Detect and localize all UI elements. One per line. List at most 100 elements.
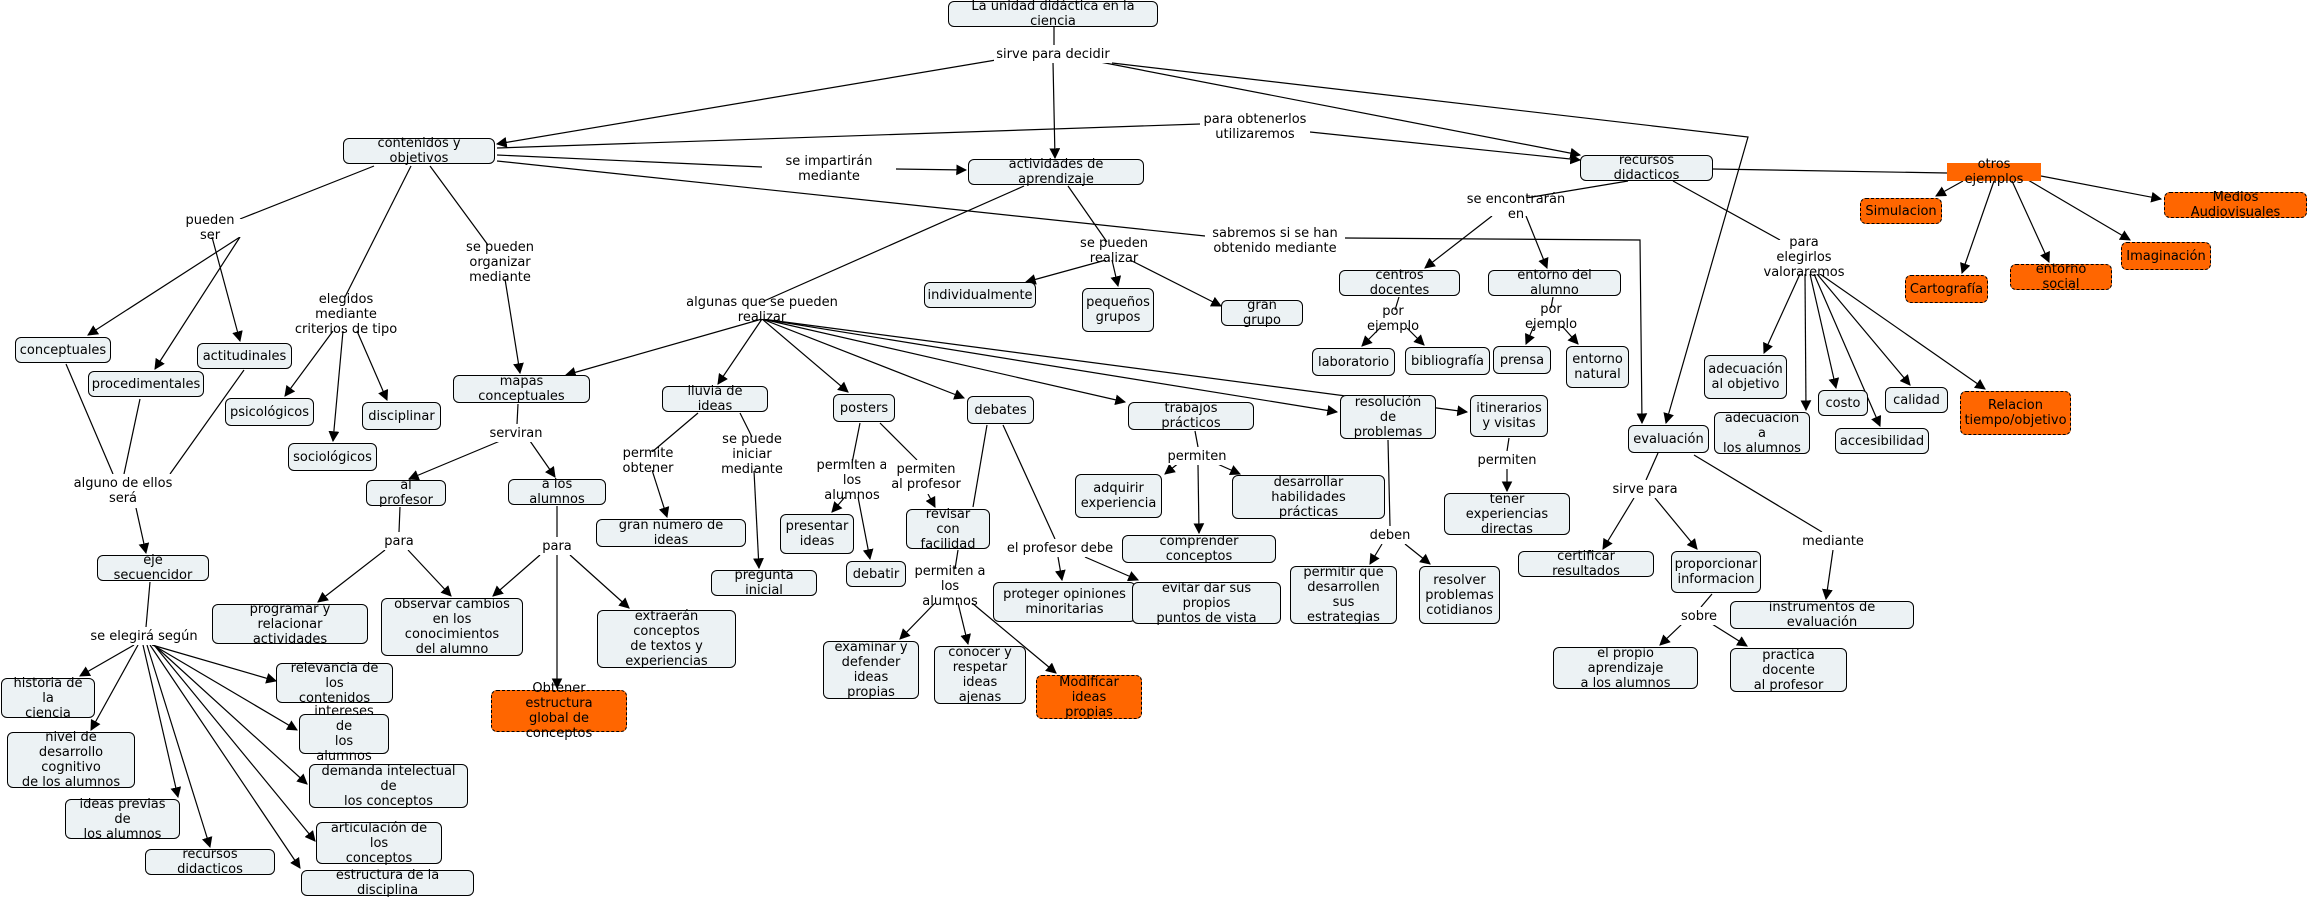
concept-centros[interactable]: centros docentes — [1339, 268, 1460, 298]
concept-calidad[interactable]: calidad — [1885, 387, 1948, 413]
concept-medios-av[interactable]: Medios Audiovisuales — [2164, 190, 2307, 220]
link-se-elegira: se elegirá según — [88, 627, 200, 645]
concept-historia[interactable]: historia de la ciencia — [1, 676, 95, 721]
concept-observar[interactable]: observar cambios en los conocimientos de… — [381, 597, 523, 657]
concept-practica-docente[interactable]: practica docente al profesor — [1730, 648, 1847, 693]
link-sirve-para: sirve para — [1608, 480, 1682, 498]
concept-posters[interactable]: posters — [833, 394, 895, 422]
concept-permitir[interactable]: permitir que desarrollen sus estrategias — [1290, 565, 1397, 625]
concept-actitudinales[interactable]: actitudinales — [197, 343, 292, 369]
concept-propio-aprendizaje[interactable]: el propio aprendizaje a los alumnos — [1553, 646, 1698, 691]
link-deben: deben — [1366, 526, 1414, 544]
concept-intereses[interactable]: intereses de los alumnos — [299, 704, 389, 764]
connector-line — [65, 363, 114, 475]
concept-imaginacion[interactable]: Imaginación — [2121, 242, 2211, 270]
connector-line — [957, 602, 971, 646]
concept-resolucion[interactable]: resolución de problemas — [1340, 395, 1436, 440]
concept-procedimentales[interactable]: procedimentales — [88, 371, 204, 397]
concept-bibliografia[interactable]: bibliografía — [1405, 347, 1490, 375]
concept-evitar[interactable]: evitar dar sus propios puntos de vista — [1132, 581, 1281, 626]
connector-line — [1344, 237, 1648, 425]
concept-otros-ejemplos[interactable]: otros ejemplos — [1947, 157, 2041, 187]
concept-nivel[interactable]: nivel de desarrollo cognitivo de los alu… — [7, 730, 135, 790]
concept-relacion-tiempo[interactable]: Relacion tiempo/objetivo — [1960, 391, 2071, 435]
concept-a-los-alumnos[interactable]: a los alumnos — [508, 477, 606, 507]
concept-estructura-disc[interactable]: estructura de la disciplina — [301, 868, 474, 898]
concept-itinerarios[interactable]: itinerarios y visitas — [1470, 395, 1548, 437]
concept-recursos-did[interactable]: recursos didacticos — [145, 847, 275, 877]
concept-proteger[interactable]: proteger opiniones minoritarias — [993, 582, 1136, 622]
concept-al-profesor[interactable]: al profesor — [366, 478, 446, 508]
connector-line — [1525, 180, 1629, 199]
concept-debatir[interactable]: debatir — [846, 561, 906, 587]
connector-line — [2027, 179, 2131, 241]
concept-sociologicos[interactable]: sociológicos — [288, 443, 377, 471]
concept-costo[interactable]: costo — [1818, 390, 1868, 416]
concept-demanda[interactable]: demanda intelectual de los conceptos — [309, 764, 468, 809]
concept-adecuacion-alum[interactable]: adecuacion a los alumnos — [1714, 411, 1810, 456]
connector-line — [1309, 131, 1582, 165]
concept-accesibilidad[interactable]: accesibilidad — [1835, 428, 1929, 454]
link-permiten-alumnos-posters: permiten a los alumnos — [812, 458, 892, 503]
concept-relevancia[interactable]: relevancia de los contenidos — [276, 661, 393, 706]
concept-laboratorio[interactable]: laboratorio — [1312, 348, 1395, 376]
concept-conocer[interactable]: conocer y respetar ideas ajenas — [934, 645, 1026, 705]
concept-eje[interactable]: eje secuencidor — [97, 553, 209, 583]
concept-mapas[interactable]: mapas conceptuales — [453, 374, 590, 404]
concept-prensa[interactable]: prensa — [1493, 346, 1551, 374]
concept-extraeran[interactable]: extraerán conceptos de textos y experien… — [597, 609, 736, 669]
concept-conceptuales[interactable]: conceptuales — [15, 337, 111, 363]
concept-simulacion[interactable]: Simulacion — [1860, 198, 1942, 224]
connector-line — [1672, 180, 1781, 241]
connector-line — [407, 549, 452, 597]
concept-root[interactable]: La unidad didáctica en la ciencia — [948, 0, 1158, 29]
concept-articulacion[interactable]: articulación de los conceptos — [316, 821, 442, 866]
connector-line — [142, 644, 182, 799]
concept-cartografia[interactable]: Cartografía — [1905, 275, 1988, 303]
concept-trabajos[interactable]: trabajos prácticos — [1128, 401, 1254, 431]
concept-instrumentos[interactable]: instrumentos de evaluación — [1730, 600, 1914, 630]
connector-line — [1712, 168, 1948, 174]
concept-psicologicos[interactable]: psicológicos — [225, 398, 314, 426]
connector-line — [753, 470, 764, 570]
concept-recursos[interactable]: recursos didacticos — [1580, 153, 1713, 183]
concept-entorno-natural[interactable]: entorno natural — [1566, 346, 1629, 388]
concept-obtener-estructura[interactable]: Obtener estructura global de conceptos — [491, 681, 627, 741]
concept-certificar[interactable]: certificar resultados — [1518, 549, 1654, 579]
concept-contenidos[interactable]: contenidos y objetivos — [343, 136, 495, 166]
connector-line — [211, 236, 243, 343]
concept-examinar[interactable]: examinar y defender ideas propias — [823, 640, 919, 700]
concept-debates[interactable]: debates — [967, 396, 1034, 424]
connector-line — [504, 278, 524, 375]
concept-resolver[interactable]: resolver problemas cotidianos — [1419, 566, 1500, 624]
concept-individualmente[interactable]: individualmente — [924, 282, 1036, 308]
concept-ideas-previas[interactable]: ideas previas de los alumnos — [65, 797, 180, 842]
concept-proporcionar[interactable]: proporcionar informacion — [1671, 551, 1761, 593]
concept-adquirir[interactable]: adquirir experiencia — [1075, 474, 1162, 518]
connector-line — [87, 236, 241, 336]
concept-modificar[interactable]: Modificar ideas propias — [1036, 675, 1142, 720]
concept-gran-grupo[interactable]: gran grupo — [1221, 298, 1303, 328]
concept-pequenos[interactable]: pequeños grupos — [1082, 288, 1154, 332]
concept-presentar[interactable]: presentar ideas — [780, 514, 854, 554]
concept-tener-exp[interactable]: tener experiencias directas — [1444, 492, 1570, 537]
connector-line — [1193, 464, 1205, 535]
concept-adecuacion-obj[interactable]: adecuación al objetivo — [1704, 355, 1787, 399]
link-el-profesor-debe: el profesor debe — [1002, 539, 1118, 557]
concept-comprender[interactable]: comprender conceptos — [1122, 534, 1276, 564]
concept-disciplinar[interactable]: disciplinar — [362, 402, 441, 430]
connector-line — [564, 318, 763, 378]
concept-pregunta[interactable]: pregunta inicial — [711, 568, 817, 598]
concept-programar[interactable]: programar y relacionar actividades — [212, 602, 368, 647]
connector-line — [169, 369, 245, 475]
concept-evaluacion[interactable]: evaluación — [1628, 425, 1709, 453]
concept-entorno-alumno[interactable]: entorno del alumno — [1488, 268, 1621, 298]
concept-gran-numero[interactable]: gran numero de ideas — [596, 518, 746, 548]
concept-desarrollar[interactable]: desarrollar habilidades prácticas — [1232, 475, 1385, 520]
concept-entorno-social[interactable]: entorno social — [2010, 262, 2112, 292]
connector-line — [763, 185, 1025, 302]
concept-lluvia[interactable]: lluvia de ideas — [662, 384, 768, 414]
concept-revisar[interactable]: revisar con facilidad — [906, 507, 990, 552]
concept-actividades[interactable]: actividades de aprendizaje — [968, 157, 1144, 187]
